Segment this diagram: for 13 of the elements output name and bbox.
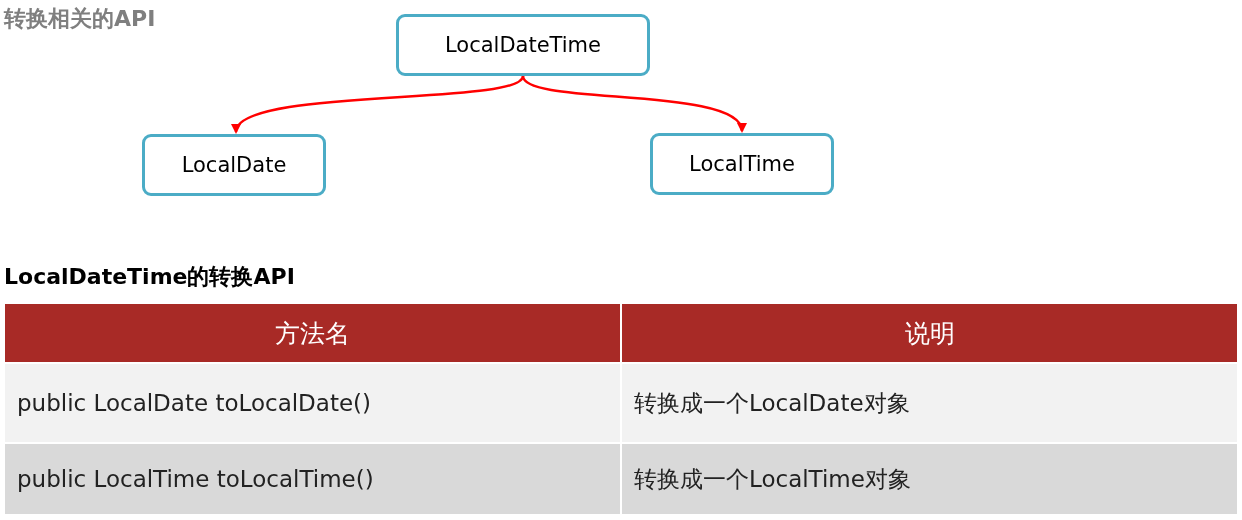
arrow	[521, 75, 744, 133]
table-cell: 转换成一个LocalTime对象	[621, 443, 1238, 515]
header-cell: 方法名	[4, 303, 621, 363]
table-cell: public LocalTime toLocalTime()	[4, 443, 621, 515]
class-box: LocalTime	[650, 133, 834, 195]
header-cell: 说明	[621, 303, 1238, 363]
title-heading: 转换相关的API	[4, 5, 156, 33]
arrow	[234, 75, 524, 134]
class-box: LocalDate	[142, 134, 326, 196]
table-cell: public LocalDate toLocalDate()	[4, 363, 621, 443]
table-cell: 转换成一个LocalDate对象	[621, 363, 1238, 443]
table-heading: LocalDateTime的转换API	[4, 263, 295, 291]
class-box: LocalDateTime	[396, 14, 650, 76]
